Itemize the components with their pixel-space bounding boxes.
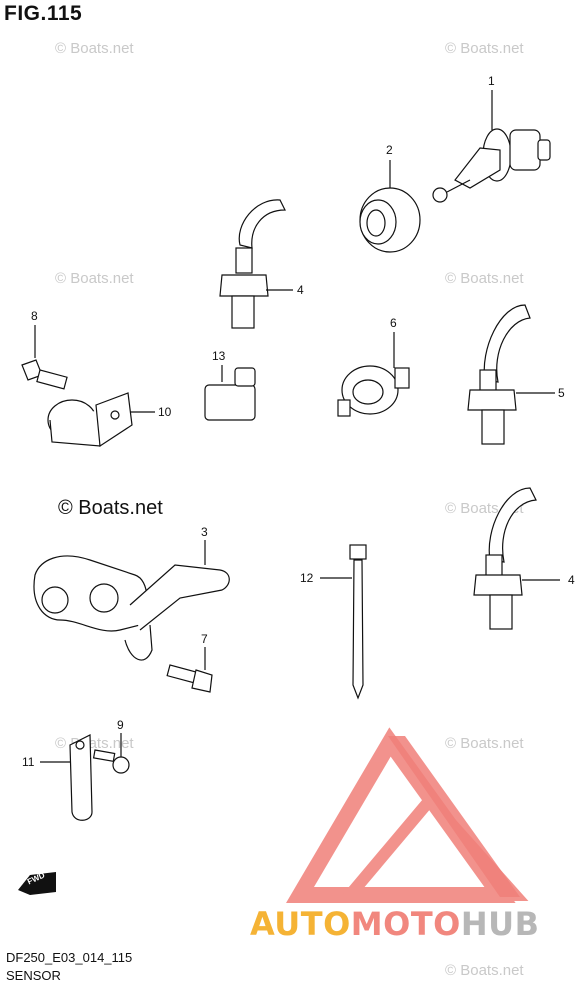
callout-4-lower: 4: [568, 573, 575, 587]
part-4-sensor-lower: [473, 487, 537, 630]
callout-1: 1: [488, 74, 495, 88]
brand-part-auto: AUTO: [250, 905, 351, 943]
callout-2: 2: [386, 143, 393, 157]
watermark: © Boats.net: [55, 40, 134, 57]
part-10-clamp: [47, 392, 133, 448]
part-7-bolt: [166, 664, 213, 693]
watermark: © Boats.net: [445, 270, 524, 287]
part-5-sensor: [467, 304, 531, 445]
figure-name: SENSOR: [6, 968, 61, 983]
part-8-bolt: [21, 359, 68, 390]
watermark: © Boats.net: [445, 962, 524, 979]
part-2-grommet: [359, 187, 421, 253]
callout-6: 6: [390, 316, 397, 330]
watermark: © Boats.net: [445, 40, 524, 57]
callout-8: 8: [31, 309, 38, 323]
callout-12: 12: [300, 571, 314, 585]
callout-13: 13: [212, 349, 226, 363]
part-3-bracket: [33, 555, 230, 661]
part-13-connector: [204, 367, 256, 421]
callout-3: 3: [201, 525, 208, 539]
watermark: © Boats.net: [55, 270, 134, 287]
callout-11: 11: [22, 755, 35, 769]
part-11-clip: [69, 734, 93, 821]
part-6-sensor: [337, 365, 410, 417]
callout-4-upper: 4: [297, 283, 304, 297]
part-12-cable-tie: [349, 544, 367, 700]
callout-7: 7: [201, 632, 208, 646]
brand-part-hub: HUB: [460, 905, 540, 943]
callout-10: 10: [158, 405, 172, 419]
callout-9: 9: [117, 718, 124, 732]
watermark: © Boats.net: [445, 735, 524, 752]
part-4-sensor-upper: [219, 199, 286, 329]
watermark-main: © Boats.net: [58, 497, 163, 519]
brand-wordmark: AUTOMOTOHUB: [250, 905, 540, 943]
fwd-arrow-icon: [18, 872, 56, 895]
brand-part-moto: MOTO: [350, 905, 461, 943]
part-9-screw: [92, 749, 130, 774]
figure-code: DF250_E03_014_115: [6, 950, 133, 965]
callout-5: 5: [558, 386, 565, 400]
part-1-sensor: [432, 128, 551, 203]
figure-title: FIG.115: [4, 2, 83, 25]
